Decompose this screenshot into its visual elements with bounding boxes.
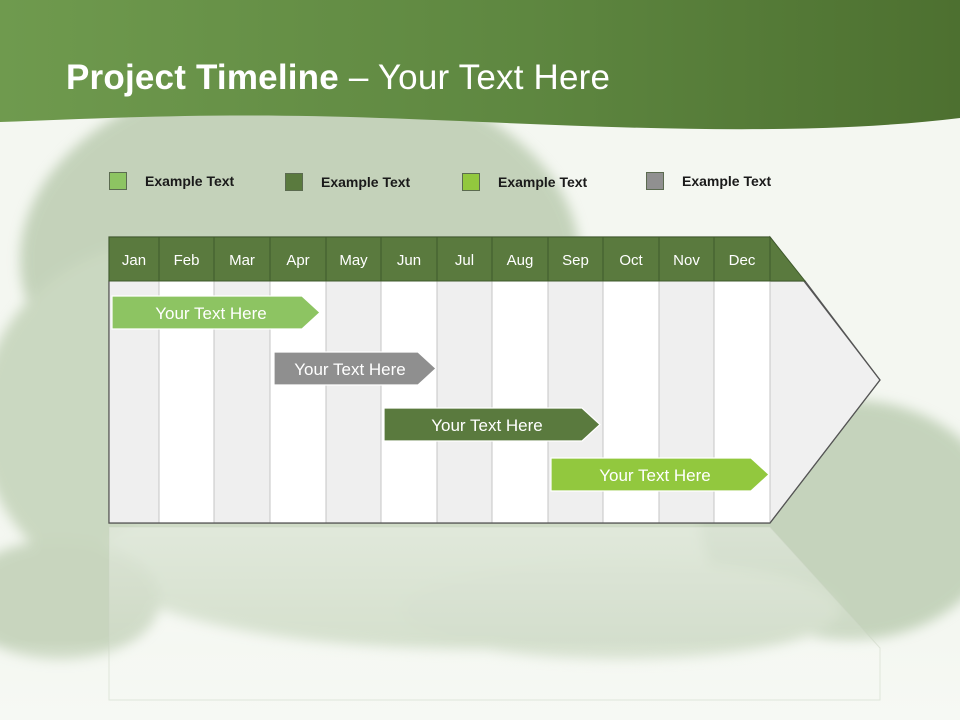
task-bar-label-2: Your Text Here	[294, 360, 406, 379]
month-header-cell-dec	[713, 236, 771, 282]
task-bar-label-1: Your Text Here	[155, 304, 267, 323]
legend-swatch-2	[285, 173, 303, 191]
legend-label-1: Example Text	[145, 173, 235, 189]
month-label-oct: Oct	[619, 252, 643, 269]
month-header-cell-aug	[491, 236, 549, 282]
month-label-jun: Jun	[397, 252, 421, 269]
month-header-cell-feb	[158, 236, 215, 282]
month-header-cell-jun	[380, 236, 438, 282]
month-column-jul	[436, 280, 493, 524]
legend-swatch-4	[646, 172, 664, 190]
month-header-cell-apr	[269, 236, 327, 282]
legend-item-1: Example Text	[109, 170, 234, 192]
month-label-apr: Apr	[286, 252, 309, 269]
task-bar-2	[273, 351, 437, 386]
legend-label-2: Example Text	[321, 174, 411, 190]
slide-title: Project Timeline – Your Text Here	[66, 58, 610, 98]
month-label-jan: Jan	[122, 252, 146, 269]
legend-item-4: Example Text	[646, 170, 771, 192]
legend-item-2: Example Text	[285, 171, 410, 193]
month-label-may: May	[339, 252, 368, 269]
title-rest: – Your Text Here	[338, 58, 611, 97]
timeline-reflection	[108, 526, 881, 701]
task-bar-4	[550, 457, 770, 492]
month-label-nov: Nov	[673, 252, 700, 269]
title-bold: Project Timeline	[66, 58, 339, 97]
month-header-tip	[769, 235, 807, 282]
header-band	[0, 0, 960, 130]
task-bar-label-3: Your Text Here	[431, 416, 543, 435]
legend-label-3: Example Text	[498, 174, 588, 190]
month-label-mar: Mar	[229, 252, 255, 269]
legend-swatch-1	[109, 172, 127, 190]
legend-item-3: Example Text	[462, 171, 587, 193]
month-label-jul: Jul	[455, 252, 474, 269]
month-column-aug	[491, 280, 549, 524]
month-label-dec: Dec	[729, 252, 756, 269]
legend-swatch-3	[462, 173, 480, 191]
month-header-cell-jul	[436, 236, 493, 282]
month-label-sep: Sep	[562, 252, 589, 269]
month-header-cell-nov	[658, 236, 715, 282]
month-header-cell-sep	[547, 236, 604, 282]
month-header-cell-may	[325, 236, 382, 282]
month-header-cell-mar	[213, 236, 271, 282]
month-label-feb: Feb	[174, 252, 200, 269]
month-label-aug: Aug	[507, 252, 534, 269]
legend-label-4: Example Text	[682, 173, 772, 189]
task-bar-label-4: Your Text Here	[599, 466, 711, 485]
task-bar-1	[111, 295, 321, 330]
month-column-jun	[380, 280, 438, 524]
month-column-may	[325, 280, 382, 524]
task-bar-3	[383, 407, 601, 442]
